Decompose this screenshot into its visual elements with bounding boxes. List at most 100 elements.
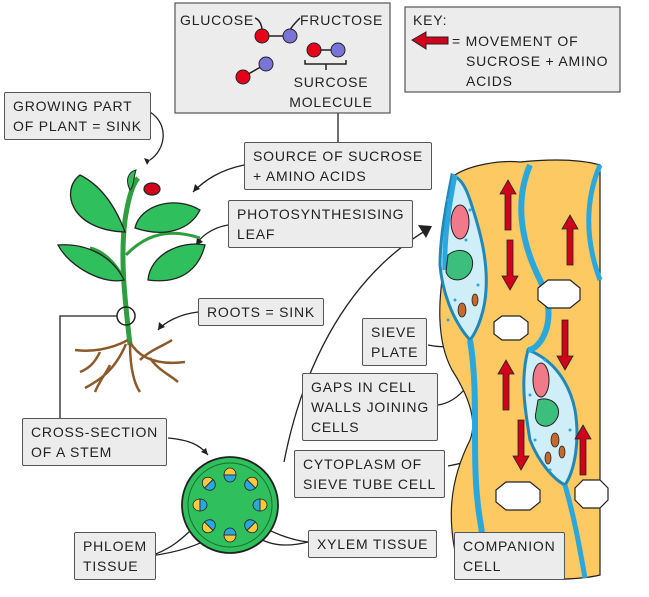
sieve-tube-wall-5 bbox=[442, 174, 458, 271]
sucrose-line-2: MOLECULE bbox=[289, 94, 373, 110]
label-growing-part: GROWING PART OF PLANT = SINK bbox=[4, 92, 151, 140]
fructose-label: FRUCTOSE bbox=[300, 12, 384, 28]
zoom-arrow-line bbox=[283, 227, 431, 463]
mitochondria bbox=[457, 293, 566, 465]
vascular-bundle bbox=[192, 498, 208, 512]
molecule-box bbox=[174, 2, 391, 114]
phloem-line-2: TISSUE bbox=[83, 558, 139, 574]
vascular-bundle bbox=[223, 467, 237, 483]
xylem-blob bbox=[223, 527, 237, 536]
cytoplasm-dot bbox=[476, 283, 480, 287]
cyto-line-1: CYTOPLASM OF bbox=[303, 456, 423, 472]
cross-line-2: OF A STEM bbox=[31, 444, 113, 460]
sucrose-line-1: SURCOSE bbox=[293, 74, 369, 90]
cross-section-bracket bbox=[59, 315, 117, 418]
fructose-icon bbox=[282, 28, 298, 44]
gaps-line-1: GAPS IN CELL bbox=[311, 379, 417, 395]
cytoplasm-dot bbox=[543, 358, 547, 362]
label-source: SOURCE OF SUCROSE + AMINO ACIDS bbox=[244, 142, 432, 190]
sieve-plate-4 bbox=[574, 479, 609, 509]
source-arrowhead bbox=[193, 184, 200, 192]
cross-section-pointer bbox=[167, 437, 209, 456]
label-xylem: XYLEM TISSUE bbox=[308, 530, 438, 558]
plant bbox=[56, 169, 206, 393]
key-line-3: ACIDS bbox=[466, 73, 513, 89]
cytoplasm-dot bbox=[446, 198, 450, 202]
gaps-line-2: WALLS JOINING bbox=[311, 399, 430, 415]
sieve-line-2: PLATE bbox=[371, 344, 419, 360]
leaf-top-left bbox=[69, 174, 126, 233]
companion-line-2: CELL bbox=[463, 558, 502, 574]
vascular-bundle bbox=[201, 519, 216, 534]
key-title: KEY: bbox=[413, 12, 448, 28]
xylem-blob bbox=[244, 519, 257, 532]
source-pointer bbox=[192, 164, 245, 193]
xylem-line-1: XYLEM TISSUE bbox=[317, 536, 429, 552]
growing-arrowhead bbox=[144, 158, 150, 165]
cytoplasm-dot bbox=[464, 238, 468, 242]
glucose-icon bbox=[254, 28, 270, 44]
growing-line-2: OF PLANT = SINK bbox=[13, 118, 142, 134]
companion-line-1: COMPANION bbox=[463, 538, 556, 554]
stem-section-marker bbox=[116, 306, 136, 326]
flow-arrow-icon bbox=[512, 419, 530, 471]
sieve-line-1: SIEVE bbox=[371, 324, 417, 340]
cytoplasm-dot bbox=[528, 393, 532, 397]
vascular-bundle bbox=[223, 527, 237, 543]
sieve-plate-2 bbox=[537, 279, 581, 309]
sieve-plate-3 bbox=[495, 481, 541, 511]
flow-arrow-icon bbox=[556, 319, 574, 371]
key-line-2: SUCROSE + AMINO bbox=[466, 53, 609, 69]
label-sieve-plate: SIEVE PLATE bbox=[362, 318, 428, 366]
plant-stem bbox=[120, 176, 141, 346]
xylem-blob bbox=[203, 519, 216, 532]
zoom-arrowhead bbox=[418, 225, 432, 238]
fructose-icon-2 bbox=[258, 56, 274, 72]
label-gaps: GAPS IN CELL WALLS JOINING CELLS bbox=[302, 373, 439, 441]
cytoplasm-lower bbox=[534, 398, 560, 427]
nucleus-upper bbox=[450, 204, 470, 240]
cytoplasm-upper bbox=[445, 250, 474, 281]
bud-leaf bbox=[127, 169, 137, 191]
sieve-tube-wall-2 bbox=[586, 164, 603, 281]
leaf-lower-left bbox=[56, 244, 125, 282]
cross-arrowhead bbox=[201, 448, 208, 455]
cytoplasm-dots bbox=[446, 198, 572, 472]
flow-arrows bbox=[497, 179, 592, 476]
flow-arrow-icon bbox=[499, 179, 517, 231]
growing-line-1: GROWING PART bbox=[13, 98, 133, 114]
roots-arrowhead bbox=[158, 322, 165, 330]
vascular-bundle bbox=[201, 476, 216, 491]
sieve-tube-wall-4 bbox=[562, 484, 588, 579]
cyto-line-2: SIEVE TUBE CELL bbox=[303, 476, 437, 492]
xylem-blob bbox=[244, 478, 257, 491]
flow-arrow-icon bbox=[497, 359, 515, 411]
xylem-blob bbox=[223, 474, 237, 483]
vascular-bundles bbox=[192, 467, 268, 543]
roots bbox=[74, 338, 186, 393]
xylem-blob bbox=[252, 498, 261, 512]
phloem-line-1: PHLOEM bbox=[83, 538, 147, 554]
cross-section-inner-ring bbox=[187, 462, 273, 548]
photo-line-1: PHOTOSYNTHESISING bbox=[237, 206, 405, 222]
key-line-1: = MOVEMENT OF bbox=[452, 33, 579, 49]
glucose-label: GLUCOSE bbox=[180, 12, 255, 28]
leaf-arrowhead bbox=[196, 237, 203, 245]
flow-arrow-icon bbox=[501, 239, 519, 291]
xylem-blob bbox=[203, 478, 216, 491]
vascular-bundle bbox=[244, 476, 259, 491]
sieve-tube-wall-1 bbox=[518, 163, 552, 353]
label-photosynthesising-leaf: PHOTOSYNTHESISING LEAF bbox=[228, 200, 414, 248]
nucleus-lower bbox=[532, 362, 550, 398]
gaps-line-3: CELLS bbox=[311, 419, 360, 435]
xylem-blob bbox=[199, 498, 208, 512]
sucrose-glucose-icon bbox=[306, 42, 322, 58]
sieve-plate-1 bbox=[493, 315, 529, 341]
movement-arrow-icon bbox=[411, 31, 449, 50]
cytoplasm-dot bbox=[533, 438, 537, 442]
source-line-1: SOURCE OF SUCROSE bbox=[253, 148, 423, 164]
sucrose-fructose-icon bbox=[330, 42, 346, 58]
cytoplasm-dot bbox=[468, 208, 472, 212]
roots-line-1: ROOTS = SINK bbox=[207, 304, 316, 320]
leaf-lower-right bbox=[147, 243, 206, 282]
